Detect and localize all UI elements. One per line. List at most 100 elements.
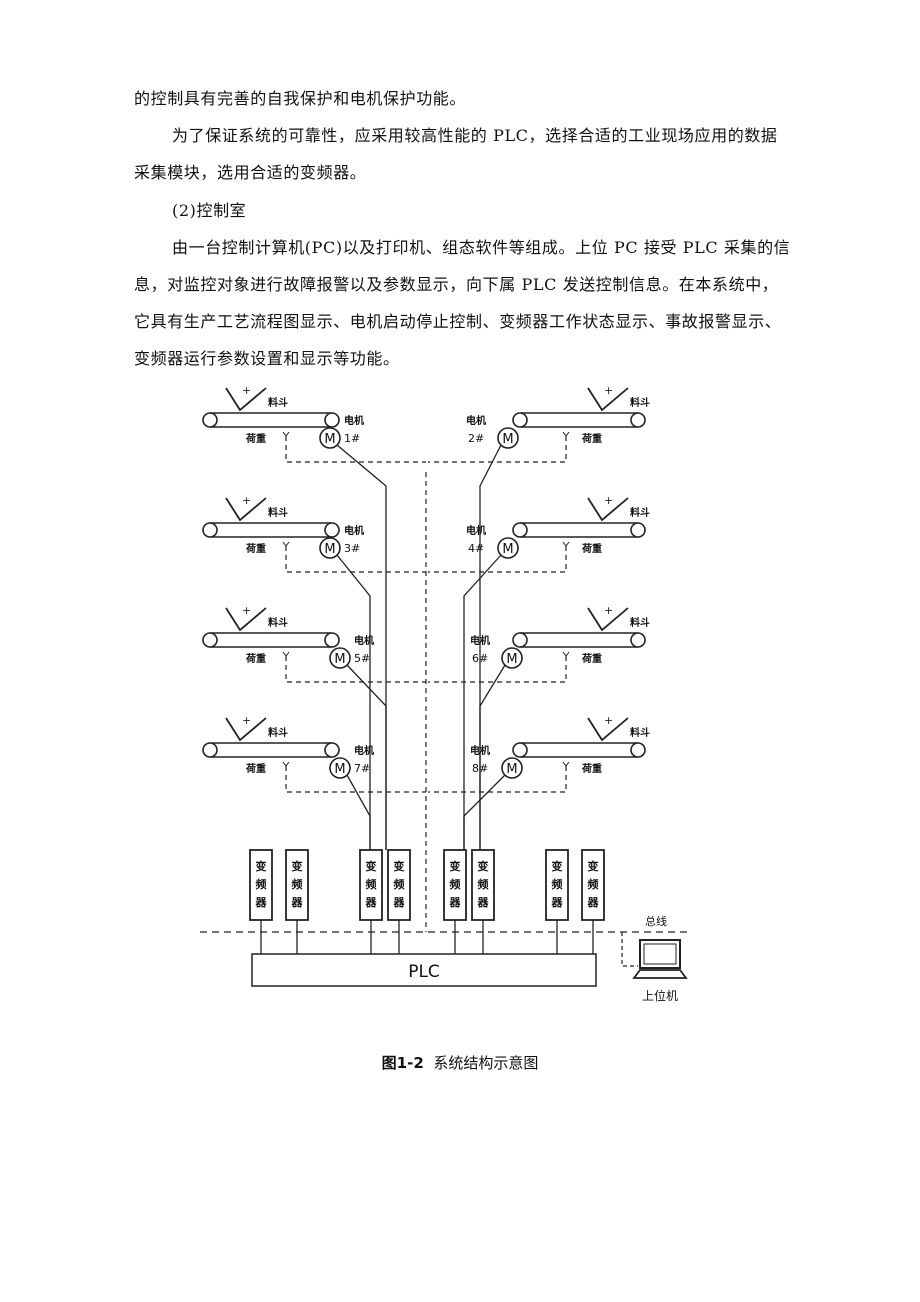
paragraph-control-room: 由一台控制计算机(PC)以及打印机、组态软件等组成。上位 PC 接受 PLC 采… bbox=[134, 229, 806, 377]
power-line bbox=[346, 774, 371, 850]
load-label: 荷重 bbox=[245, 652, 266, 665]
load-sensor-icon bbox=[282, 431, 290, 437]
bus-label: 总线 bbox=[645, 914, 667, 928]
hopper-plus: + bbox=[242, 714, 251, 727]
pulley-icon bbox=[512, 412, 528, 428]
inverter-label: 变 bbox=[394, 859, 405, 873]
motor-symbol: M bbox=[502, 542, 513, 557]
inverter-label: 变 bbox=[588, 859, 599, 873]
pulley-icon bbox=[630, 632, 646, 648]
hopper-label: 料斗 bbox=[630, 396, 650, 409]
pulley-icon bbox=[512, 632, 528, 648]
load-label: 荷重 bbox=[245, 542, 266, 555]
motor-icon bbox=[501, 647, 523, 669]
pulley-icon bbox=[324, 522, 340, 538]
section-heading-control-room: (2)控制室 bbox=[134, 192, 806, 229]
signal-line bbox=[285, 656, 426, 683]
hopper-icon bbox=[225, 717, 267, 742]
pulley-icon bbox=[202, 412, 218, 428]
inverter-label: 频 bbox=[450, 877, 461, 891]
inverter-label: 器 bbox=[477, 896, 490, 909]
motor-label: 电机 bbox=[354, 634, 374, 647]
inverter-box: 变频器 bbox=[443, 849, 467, 954]
hopper-plus: + bbox=[604, 494, 613, 507]
motor-icon bbox=[497, 427, 519, 449]
inverter-label: 频 bbox=[394, 877, 405, 891]
motor-icon bbox=[329, 757, 351, 779]
pulley-icon bbox=[324, 632, 340, 648]
inverter-box: 变频器 bbox=[471, 849, 495, 954]
pulley-icon bbox=[202, 742, 218, 758]
figure-number: 图1-2 bbox=[381, 1054, 424, 1072]
motor-number: 5# bbox=[354, 652, 370, 665]
hopper-icon bbox=[587, 607, 629, 632]
motor-symbol: M bbox=[506, 652, 517, 667]
motor-symbol: M bbox=[334, 652, 345, 667]
hopper-icon bbox=[225, 497, 267, 522]
load-label: 荷重 bbox=[581, 762, 602, 775]
load-label: 荷重 bbox=[581, 652, 602, 665]
figure-title: 系统结构示意图 bbox=[433, 1054, 539, 1072]
motor-symbol: M bbox=[334, 762, 345, 777]
load-sensor-icon bbox=[562, 761, 570, 767]
signal-line bbox=[428, 766, 567, 793]
heading-text: (2)控制室 bbox=[172, 201, 247, 220]
pulley-icon bbox=[202, 522, 218, 538]
motor-symbol: M bbox=[502, 432, 513, 447]
hopper-icon bbox=[587, 717, 629, 742]
paragraph-line: 由一台控制计算机(PC)以及打印机、组态软件等组成。上位 PC 接受 PLC 采… bbox=[172, 238, 791, 257]
signal-line bbox=[428, 546, 567, 573]
paragraph-line: 息，对监控对象进行故障报警以及参数显示，向下属 PLC 发送控制信息。在本系统中… bbox=[134, 275, 779, 294]
motor-icon bbox=[501, 757, 523, 779]
motor-number: 3# bbox=[344, 542, 360, 555]
signal-line bbox=[285, 546, 426, 573]
motor-number: 7# bbox=[354, 762, 370, 775]
figure-caption: 图1-2 系统结构示意图 bbox=[0, 1052, 920, 1073]
power-line bbox=[336, 554, 371, 850]
hopper-label: 料斗 bbox=[268, 616, 288, 629]
power-line bbox=[463, 554, 502, 850]
hopper-label: 料斗 bbox=[630, 726, 650, 739]
inverter-label: 变 bbox=[478, 859, 489, 873]
hopper-plus: + bbox=[242, 604, 251, 617]
power-line bbox=[336, 444, 387, 850]
load-sensor-icon bbox=[282, 541, 290, 547]
hopper-icon bbox=[587, 497, 629, 522]
motor-number: 1# bbox=[344, 432, 360, 445]
motor-label: 电机 bbox=[466, 524, 486, 537]
host-computer-icon bbox=[621, 932, 688, 979]
motor-number: 2# bbox=[468, 432, 484, 445]
motor-icon bbox=[497, 537, 519, 559]
motor-icon bbox=[319, 427, 341, 449]
inverter-label: 变 bbox=[450, 859, 461, 873]
inverter-label: 变 bbox=[256, 859, 267, 873]
inverter-box: 变频器 bbox=[545, 849, 569, 954]
hopper-plus: + bbox=[604, 604, 613, 617]
inverter-label: 变 bbox=[552, 859, 563, 873]
inverter-label: 频 bbox=[478, 877, 489, 891]
load-label: 荷重 bbox=[245, 432, 266, 445]
pulley-icon bbox=[202, 632, 218, 648]
paragraph-line: 为了保证系统的可靠性，应采用较高性能的 PLC，选择合适的工业现场应用的数据 bbox=[172, 126, 778, 145]
signal-line bbox=[285, 436, 426, 463]
signal-line bbox=[285, 766, 426, 793]
paragraph-line: 的控制具有完善的自我保护和电机保护功能。 bbox=[134, 89, 467, 108]
inverter-box: 变频器 bbox=[581, 849, 605, 954]
load-sensor-icon bbox=[282, 651, 290, 657]
motor-label: 电机 bbox=[354, 744, 374, 757]
paragraph-reliability: 为了保证系统的可靠性，应采用较高性能的 PLC，选择合适的工业现场应用的数据 采… bbox=[134, 117, 806, 191]
paragraph-protection: 的控制具有完善的自我保护和电机保护功能。 bbox=[134, 80, 806, 117]
inverter-label: 频 bbox=[588, 877, 599, 891]
paragraph-line: 变频器运行参数设置和显示等功能。 bbox=[134, 349, 400, 368]
inverter-box: 变频器 bbox=[249, 849, 273, 954]
inverter-label: 频 bbox=[552, 877, 563, 891]
motor-label: 电机 bbox=[344, 414, 364, 427]
inverter-box: 变频器 bbox=[387, 849, 411, 954]
hopper-label: 料斗 bbox=[268, 506, 288, 519]
